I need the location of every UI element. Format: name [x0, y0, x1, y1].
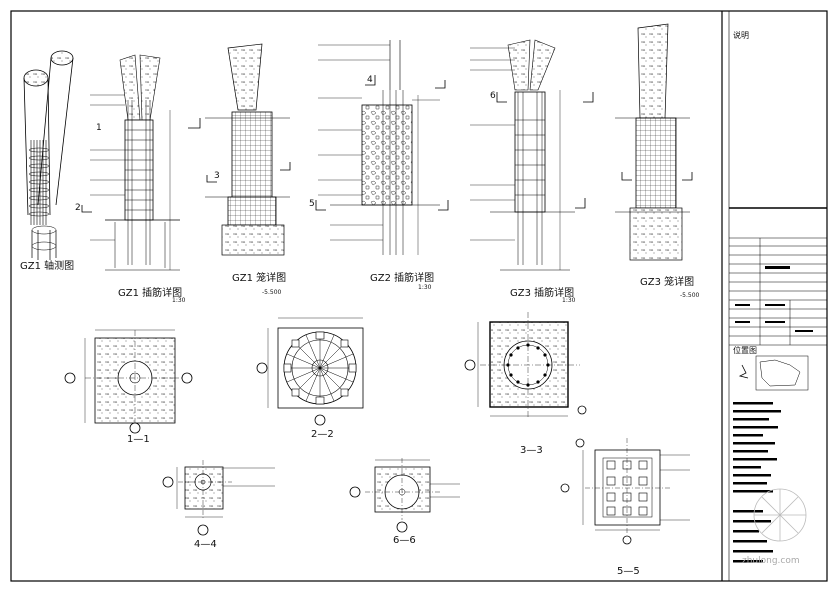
section-4-4-label: 4—4	[194, 539, 217, 550]
section-2-2-label: 2—2	[311, 429, 334, 440]
cut-mark-5: 5	[309, 199, 315, 209]
gz3-cage-elevation: -5.500	[680, 292, 700, 299]
gz3-cage-detail	[615, 23, 693, 261]
cut-mark-3: 3	[214, 171, 220, 181]
gz1-isometric-view	[23, 50, 74, 260]
gz3-cage-title: GZ3 笼详图	[640, 277, 695, 288]
section-6-6	[349, 458, 460, 533]
gz1-dowel-scale: 1:30	[172, 297, 186, 304]
gz1-dowel-detail	[81, 54, 201, 271]
section-1-1	[64, 329, 193, 434]
outer-frame	[10, 10, 828, 582]
section-4-4	[162, 460, 275, 536]
section-6-6-label: 6—6	[393, 535, 416, 546]
section-5-5	[560, 438, 690, 545]
section-3-3	[464, 312, 587, 418]
cut-mark-4: 4	[367, 75, 373, 85]
title-block-notes-header: 说明	[733, 31, 749, 40]
gz3-dowel-scale: 1:30	[562, 297, 576, 304]
cut-mark-6: 6	[490, 91, 496, 101]
gz2-dowel-title: GZ2 插筋详图	[370, 273, 435, 284]
gz1-dowel-title: GZ1 插筋详图	[118, 288, 183, 299]
cut-mark-2: 2	[75, 203, 81, 213]
gz3-dowel-title: GZ3 插筋详图	[510, 288, 575, 299]
title-block	[729, 207, 827, 563]
cut-mark-1: 1	[96, 123, 102, 133]
gz1-cage-title: GZ1 笼详图	[232, 273, 287, 284]
section-2-2	[256, 317, 364, 426]
section-5-5-label: 5—5	[617, 566, 640, 577]
gz1-isometric-title: GZ1 轴测图	[20, 261, 75, 272]
gz2-dowel-scale: 1:30	[418, 284, 432, 291]
section-3-3-label: 3—3	[520, 445, 543, 456]
gz1-cage-detail	[205, 43, 291, 256]
gz1-cage-elevation: -5.500	[262, 289, 282, 296]
gz3-dowel-detail	[470, 39, 594, 271]
gz2-dowel-detail	[315, 40, 449, 255]
section-1-1-label: 1—1	[127, 434, 150, 445]
watermark: zhulong.com	[742, 556, 800, 566]
title-block-location-header: 位置图	[733, 346, 757, 355]
